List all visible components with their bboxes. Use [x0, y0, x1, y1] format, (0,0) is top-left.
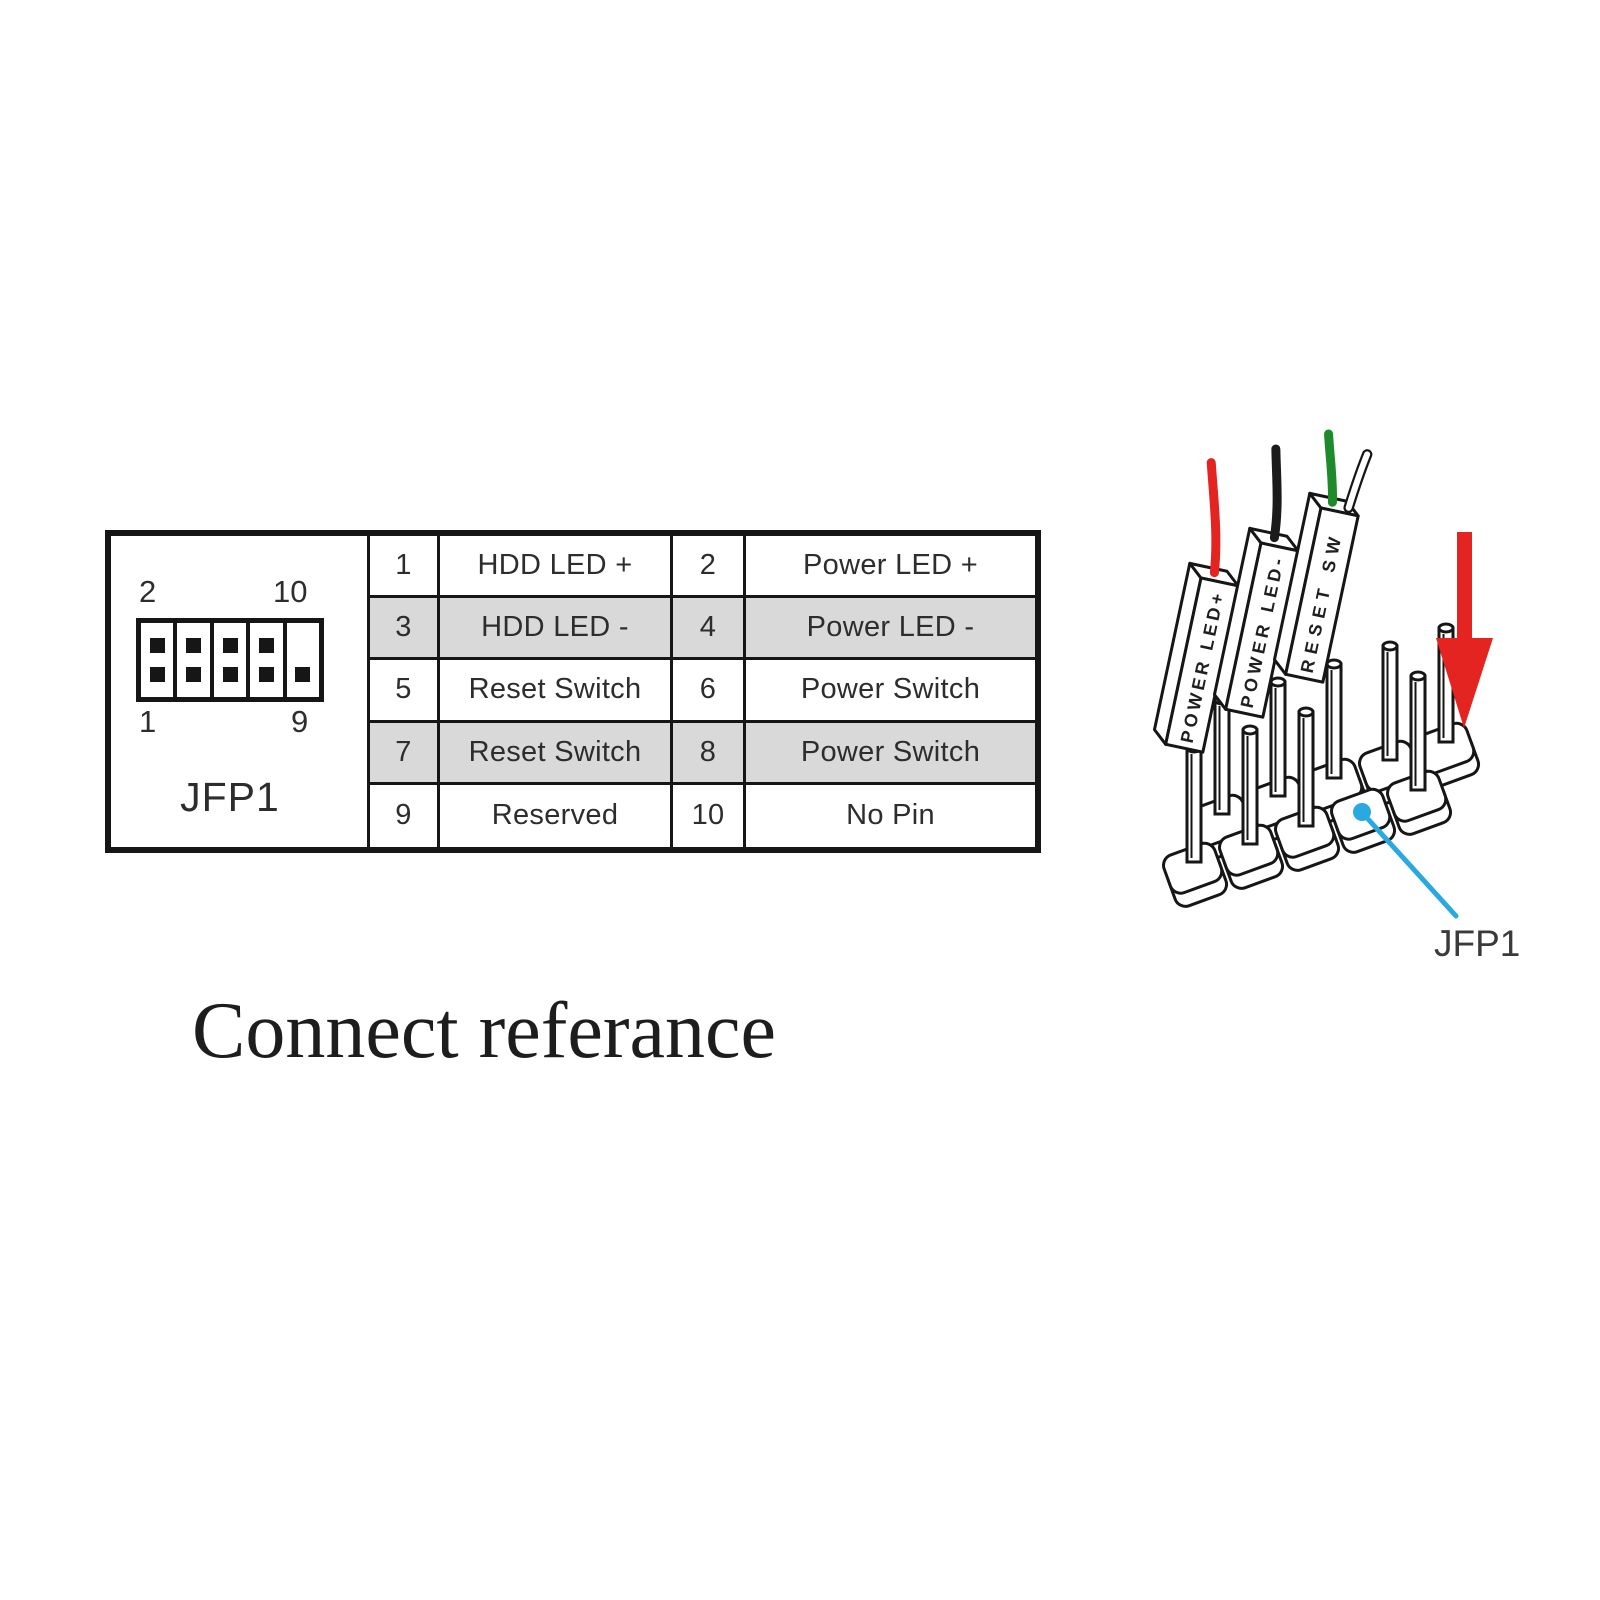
pin-square: [258, 637, 274, 653]
pin-function-cell: Reset Switch: [440, 722, 673, 785]
pin-number-cell: 10: [673, 784, 746, 847]
pin-number-cell: 3: [370, 598, 440, 661]
plug-reset-sw: RESET SW: [1272, 429, 1373, 684]
header-base: [1218, 823, 1285, 890]
pin-function-cell: No Pin: [746, 784, 1035, 847]
header-pin: [1269, 676, 1287, 798]
power-led-minus-wire: [1269, 444, 1282, 543]
connector-column: [213, 623, 247, 697]
pin-square: [186, 667, 202, 683]
power-led-plus-wire: [1206, 458, 1221, 578]
header-jfp1-label: JFP1: [1434, 923, 1520, 964]
connector-column: [286, 623, 320, 697]
corner-label-pin1: 1: [139, 704, 157, 739]
corner-label-pin2: 2: [139, 574, 157, 609]
pin-square: [149, 637, 165, 653]
pin-number-cell: 8: [673, 722, 746, 785]
pin-square: [149, 667, 165, 683]
reset-sw-white-wire-core: [1345, 451, 1371, 511]
pin-number-cell: 6: [673, 660, 746, 723]
pin-function-cell: Power LED -: [746, 598, 1035, 661]
pin-number-cell: 4: [673, 598, 746, 661]
pin-square: [222, 667, 238, 683]
pin-function-cell: HDD LED -: [440, 598, 673, 661]
connection-illustration-svg: POWER LED+ POWER LED- RESET SW JFP1: [1152, 429, 1520, 964]
header-base: [1274, 805, 1341, 872]
corner-label-pin9: 9: [291, 704, 309, 739]
pin-square: [222, 637, 238, 653]
pin-function-cell: Power LED +: [746, 536, 1035, 599]
connector-column: [250, 623, 283, 697]
pin-number-cell: 9: [370, 784, 440, 847]
pin-square: [295, 667, 311, 683]
connection-illustration: POWER LED+ POWER LED- RESET SW JFP1: [1116, 410, 1576, 1000]
header-base: [1162, 841, 1229, 908]
header-pin: [1381, 640, 1399, 762]
reset-sw-wire: [1324, 429, 1338, 507]
pin-number-cell: 1: [370, 536, 440, 599]
header-pin: [1409, 670, 1427, 792]
connector-column: [177, 623, 210, 697]
header-pin: [1325, 658, 1343, 780]
pin-function-cell: Power Switch: [746, 660, 1035, 723]
connector-column: [141, 623, 174, 697]
connector-diagram: 2 10 1 9 JFP1: [111, 536, 370, 847]
down-arrow-icon: [1436, 532, 1493, 728]
corner-label-pin10: 10: [273, 574, 308, 609]
pin-assignment-grid: 1 HDD LED + 2 Power LED + 3 HDD LED - 4 …: [370, 536, 1035, 847]
pin-square: [186, 637, 202, 653]
header-pin: [1297, 706, 1315, 828]
connector-drawing: [136, 618, 324, 702]
pin-function-cell: Power Switch: [746, 722, 1035, 785]
pin-function-cell: Reset Switch: [440, 660, 673, 723]
pin-function-cell: HDD LED +: [440, 536, 673, 599]
header-pin: [1241, 724, 1259, 846]
header-pin: [1185, 742, 1203, 864]
pinout-table: 2 10 1 9 JFP1 1 HDD LED + 2 Power LED + …: [105, 530, 1041, 853]
pin-number-cell: 2: [673, 536, 746, 599]
pin-square: [258, 667, 274, 683]
pin-number-cell: 5: [370, 660, 440, 723]
header-base: [1386, 769, 1453, 836]
connector-name-label: JFP1: [180, 774, 280, 820]
pin-function-cell: Reserved: [440, 784, 673, 847]
pin-number-cell: 7: [370, 722, 440, 785]
header-pin: [1213, 694, 1231, 816]
caption-text: Connect referance: [192, 987, 777, 1075]
pin-callout-dot: [1353, 803, 1371, 821]
callout-leader-line: [1365, 816, 1459, 919]
